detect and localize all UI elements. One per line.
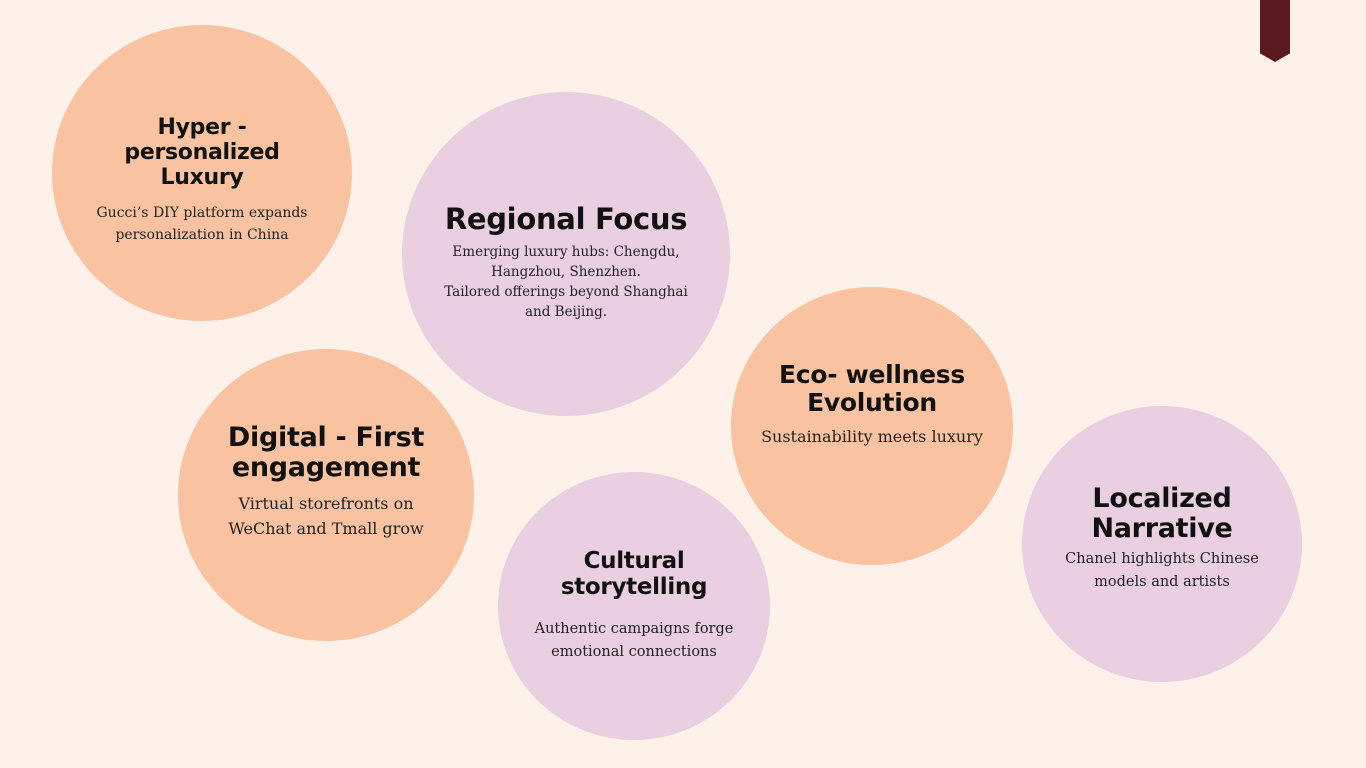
bookmark-ribbon xyxy=(1260,0,1290,62)
circle-body: Authentic campaigns forge emotional conn… xyxy=(534,621,734,660)
circle-title: Localized Narrative xyxy=(1091,483,1233,544)
circle-body-line: Emerging luxury hubs: Chengdu, Hangzhou,… xyxy=(452,244,680,280)
circle-body: Virtual storefronts on WeChat and Tmall … xyxy=(228,494,424,538)
circle-body-line: Tailored offerings beyond Shanghai and B… xyxy=(444,284,688,320)
circle-title: Hyper -personalized Luxury xyxy=(124,115,280,190)
circle-localized-narrative: Localized Narrative Chanel highlights Ch… xyxy=(1022,406,1302,682)
circle-eco-wellness-evolution: Eco- wellness Evolution Sustainability m… xyxy=(731,287,1013,565)
circle-title: Eco- wellness Evolution xyxy=(779,360,965,417)
circle-body: Chanel highlights Chinese models and art… xyxy=(1065,551,1259,590)
circle-title: Cultural storytelling xyxy=(560,548,708,600)
circle-digital-first-engagement: Digital - First engagement Virtual store… xyxy=(178,349,474,641)
circle-title: Digital - First engagement xyxy=(227,422,425,483)
circle-body: Sustainability meets luxury xyxy=(761,427,983,446)
circle-title: Regional Focus xyxy=(444,202,688,236)
circle-cultural-storytelling: Cultural storytelling Authentic campaign… xyxy=(498,472,770,740)
circle-body: Gucci’s DIY platform expands personaliza… xyxy=(96,205,308,243)
circle-regional-focus: Regional Focus Emerging luxury hubs: Che… xyxy=(402,92,730,416)
circle-hyper-personalized-luxury: Hyper -personalized Luxury Gucci’s DIY p… xyxy=(52,25,352,321)
